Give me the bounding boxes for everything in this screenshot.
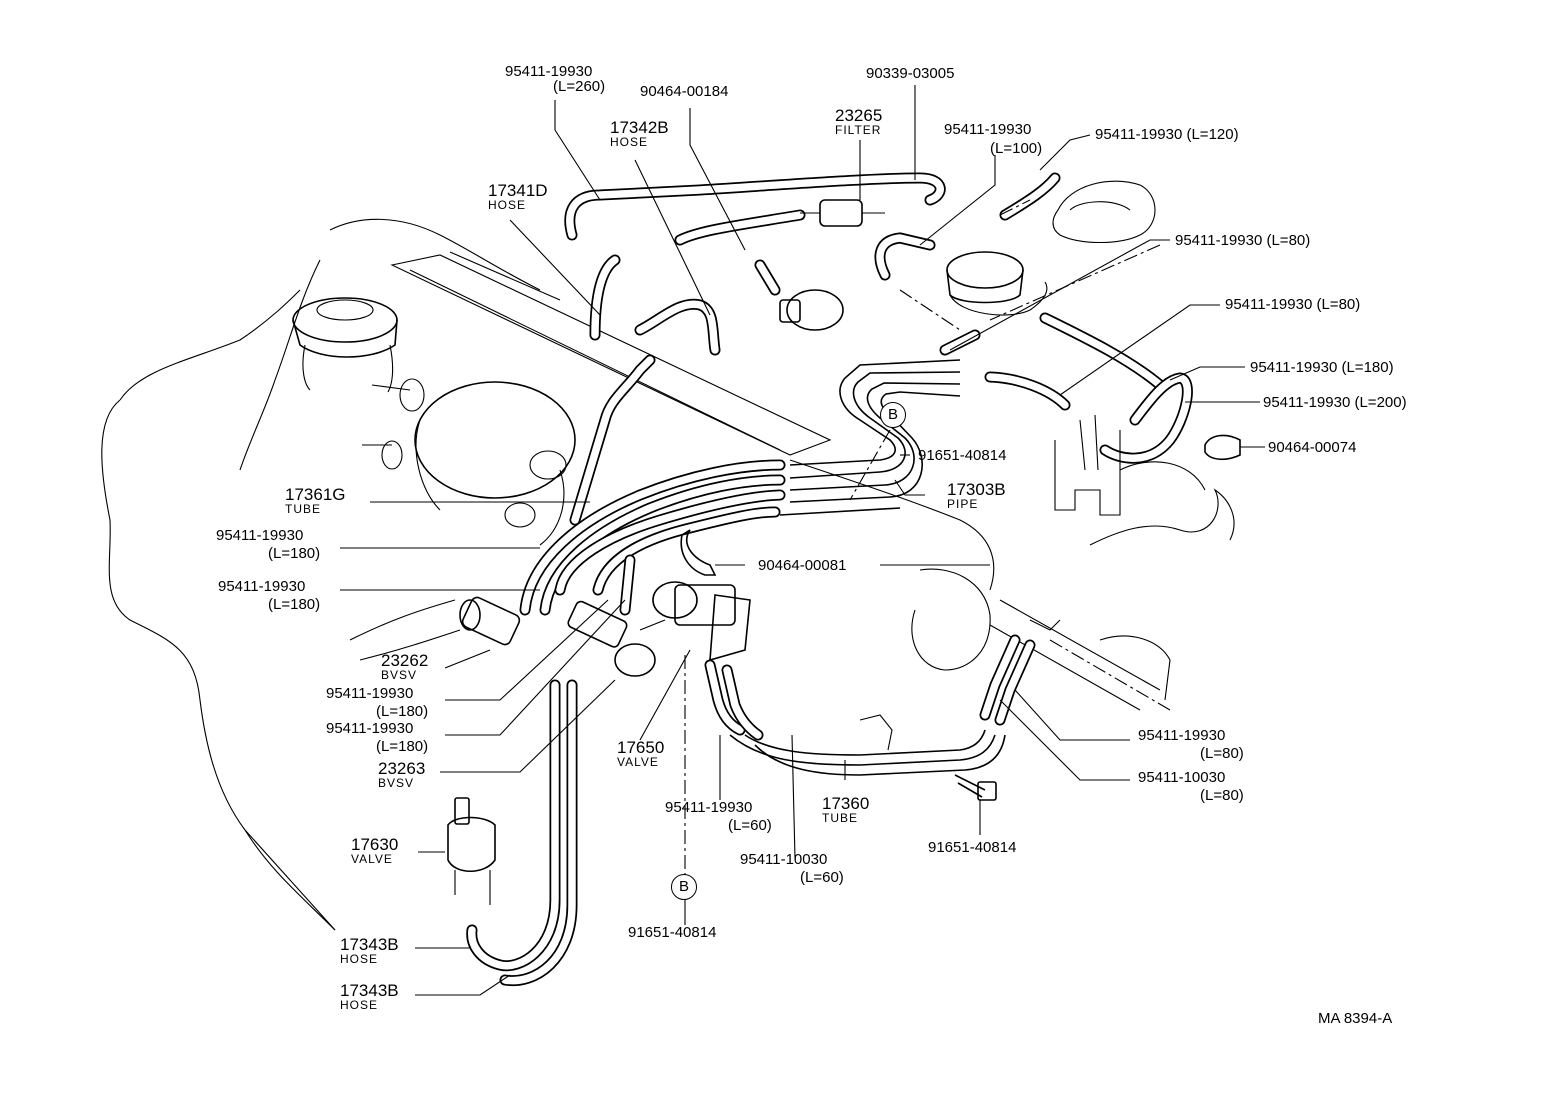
distributor-housing [362,378,576,546]
lower-center-hoses [704,659,764,741]
diaphragm-valve [946,180,1156,316]
bvsv-23262 [349,596,521,661]
callout-17341d-hose: 17341D HOSE [488,181,548,212]
callout-23263-bvsv: 23263 BVSV [378,759,426,790]
callout-95411-19930-l80-c: 95411-19930 (L=80) [1138,727,1244,762]
bvsv-23263 [567,600,656,677]
tube-bundle-left [519,354,786,616]
callout-17342b-hose: 17342B HOSE [610,118,669,149]
callout-95411-10030-l80: 95411-10030 (L=80) [1138,769,1244,804]
callout-95411-19930-l180-b: 95411-19930 (L=180) [218,578,321,613]
tube-17360 [729,714,1006,776]
callout-91651-40814-bottom: 91651-40814 [628,924,717,941]
callout-17630-valve: 17630 VALVE [351,835,399,866]
right-lower-hoses [979,619,1061,726]
callout-95411-19930-l180-d: 95411-19930 (L=180) [326,720,429,755]
oil-filler-cap [292,297,398,393]
callout-17343b-hose-a: 17343B HOSE [340,935,399,966]
pipe-bundle [779,359,961,516]
callout-95411-10030-l60: 95411-10030 (L=60) [740,851,844,886]
callout-23262-bvsv: 23262 BVSV [381,651,429,682]
hose-clip-right [1204,434,1241,461]
filter-part [800,199,885,227]
bolt-91651 [954,774,997,801]
callout-90464-00081: 90464-00081 [758,557,847,574]
callout-90339-03005: 90339-03005 [866,65,955,82]
callout-95411-19930-l80-a: 95411-19930 (L=80) [1175,232,1311,249]
callout-95411-19930-l180-right: 95411-19930 (L=180) [1250,359,1394,376]
top-vacuum-hoses [564,172,1061,356]
callout-90464-00074: 90464-00074 [1268,439,1357,456]
valve-17630 [447,797,496,905]
leader-lines [244,85,1265,996]
hose-clip-center [680,529,717,576]
callout-17361g-tube: 17361G TUBE [285,485,346,516]
callout-95411-19930-l260: 95411-19930 (L=260) [505,63,606,95]
view-marker-b-lower: B [671,874,697,900]
reference-centerlines [684,199,1171,875]
callout-91651-40814-upper: 91651-40814 [918,447,1007,464]
callout-17343b-hose-b: 17343B HOSE [340,981,399,1012]
callout-17303b-pipe: 17303B PIPE [947,480,1006,511]
callout-95411-19930-l200: 95411-19930 (L=200) [1263,394,1407,411]
callout-90464-00184: 90464-00184 [640,83,729,100]
engine-block-outline [101,218,832,931]
long-hose-17343b [466,679,578,987]
callout-95411-19930-l180-c: 95411-19930 (L=180) [326,685,429,720]
callout-95411-19930-l100: 95411-19930 (L=100) [944,121,1043,157]
view-marker-b-upper: B [880,402,906,428]
vacuum-sensor [779,289,844,331]
callout-91651-40814-right: 91651-40814 [928,839,1017,856]
callout-95411-19930-l80-b: 95411-19930 (L=80) [1225,296,1361,313]
callout-23265-filter: 23265 FILTER [835,106,883,137]
callout-95411-19930-l120: 95411-19930 (L=120) [1095,126,1239,143]
callout-95411-19930-l60: 95411-19930 (L=60) [665,799,772,834]
callout-17360-tube: 17360 TUBE [822,794,870,825]
diagram-code: MA 8394-A [1318,1010,1393,1027]
callout-17650-valve: 17650 VALVE [617,738,665,769]
vsv-valve-17650 [639,581,751,662]
callout-95411-19930-l180-a: 95411-19930 (L=180) [216,527,321,562]
